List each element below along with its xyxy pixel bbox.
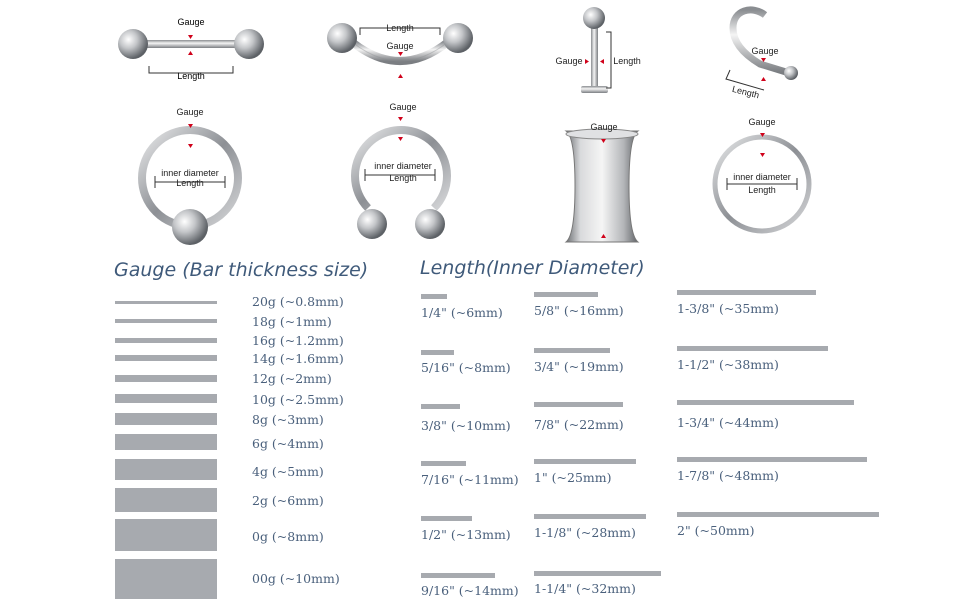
length-bar-5-16: [421, 350, 454, 355]
gauge-bar-0g: [115, 519, 217, 551]
gauge-label-8g: 8g (~3mm): [252, 412, 324, 427]
nose-screw-gauge-label: Gauge: [751, 46, 778, 56]
length-bar-1-3-4: [677, 400, 854, 405]
gauge-label-16g: 16g (~1.2mm): [252, 333, 344, 348]
length-bar-1-1-4: [534, 571, 661, 576]
gauge-label-10g: 10g (~2.5mm): [252, 392, 344, 407]
gauge-bar-16g: [115, 338, 217, 343]
length-label-9-16: 9/16" (~14mm): [421, 583, 519, 598]
gauge-label-2g: 2g (~6mm): [252, 493, 324, 508]
length-bar-1-2: [421, 516, 472, 521]
seamless-inner-diameter-label: inner diameter: [733, 172, 791, 182]
length-bar-9-16: [421, 573, 495, 578]
length-bar-3-4: [534, 348, 610, 353]
length-label-1-3-4: 1-3/4" (~44mm): [677, 415, 779, 430]
length-bar-2: [677, 512, 879, 517]
gauge-label-4g: 4g (~5mm): [252, 464, 324, 479]
nose-screw-length-label: Length: [731, 84, 760, 100]
length-label-1-2: 1/2" (~13mm): [421, 527, 511, 542]
horseshoe-diagram: [351, 117, 451, 239]
gauge-bar-20g: [115, 301, 217, 304]
tunnel-diagram: [564, 128, 640, 243]
length-label-1-1-4: 1-1/4" (~32mm): [534, 581, 636, 596]
length-label-1-1-8: 1-1/8" (~28mm): [534, 525, 636, 540]
gauge-label-12g: 12g (~2mm): [252, 371, 332, 386]
curved-barbell-diagram: [327, 23, 473, 78]
gauge-bar-10g: [115, 394, 217, 403]
tunnel-gauge-label: Gauge: [590, 122, 617, 132]
length-bar-3-8: [421, 404, 460, 409]
length-bar-1-4: [421, 294, 447, 299]
length-label-3-4: 3/4" (~19mm): [534, 359, 624, 374]
length-bar-5-8: [534, 292, 598, 297]
barbell-gauge-label: Gauge: [177, 17, 204, 27]
length-bar-1-1-2: [677, 346, 828, 351]
ring-inner-diameter-label: inner diameter: [161, 168, 219, 178]
length-label-1-4: 1/4" (~6mm): [421, 305, 503, 320]
straight-barbell-diagram: [118, 29, 264, 74]
captive-bead-ring-diagram: [138, 124, 242, 245]
gauge-label-0g: 0g (~8mm): [252, 529, 324, 544]
curved-length-label: Length: [386, 23, 414, 33]
gauge-bar-14g: [115, 355, 217, 361]
jewelry-diagrams: Gauge Length Length Gauge Gauge Length G…: [118, 6, 812, 245]
labret-length-label: Length: [613, 56, 641, 66]
length-bar-1: [534, 459, 636, 464]
gauge-label-00g: 00g (~10mm): [252, 571, 340, 586]
length-bar-1-3-8: [677, 290, 816, 295]
gauge-bar-6g: [115, 434, 217, 450]
length-label-1-3-8: 1-3/8" (~35mm): [677, 301, 779, 316]
labret-diagram: [581, 7, 612, 93]
length-label-7-8: 7/8" (~22mm): [534, 417, 624, 432]
ring-length-label: Length: [176, 178, 204, 188]
horseshoe-gauge-label: Gauge: [389, 102, 416, 112]
length-label-7-16: 7/16" (~11mm): [421, 472, 519, 487]
gauge-bar-12g: [115, 375, 217, 382]
seamless-gauge-label: Gauge: [748, 117, 775, 127]
length-bar-1-1-8: [534, 514, 646, 519]
gauge-section-title: Gauge (Bar thickness size): [114, 259, 369, 281]
gauge-label-6g: 6g (~4mm): [252, 436, 324, 451]
gauge-bar-2g: [115, 488, 217, 512]
gauge-label-18g: 18g (~1mm): [252, 314, 332, 329]
gauge-bar-18g: [115, 319, 217, 323]
nose-screw-diagram: [725, 6, 798, 91]
horseshoe-inner-diameter-label: inner diameter: [374, 161, 432, 171]
horseshoe-length-label: Length: [389, 173, 417, 183]
gauge-bar-00g: [115, 559, 217, 599]
length-bar-7-16: [421, 461, 466, 466]
curved-gauge-label: Gauge: [386, 41, 413, 51]
barbell-length-label: Length: [177, 71, 205, 81]
labret-gauge-label: Gauge: [555, 56, 582, 66]
length-label-1-1-2: 1-1/2" (~38mm): [677, 357, 779, 372]
length-bar-7-8: [534, 402, 623, 407]
seamless-length-label: Length: [748, 185, 776, 195]
length-bar-1-7-8: [677, 457, 867, 462]
length-section-title: Length(Inner Diameter): [420, 257, 645, 279]
seamless-ring-diagram: [712, 133, 812, 234]
length-label-2: 2" (~50mm): [677, 523, 755, 538]
length-label-5-16: 5/16" (~8mm): [421, 360, 511, 375]
length-label-1: 1" (~25mm): [534, 470, 612, 485]
gauge-label-14g: 14g (~1.6mm): [252, 351, 344, 366]
length-label-1-7-8: 1-7/8" (~48mm): [677, 468, 779, 483]
length-label-5-8: 5/8" (~16mm): [534, 303, 624, 318]
length-label-3-8: 3/8" (~10mm): [421, 418, 511, 433]
gauge-label-20g: 20g (~0.8mm): [252, 294, 344, 309]
ring-gauge-label: Gauge: [176, 107, 203, 117]
gauge-bar-4g: [115, 459, 217, 480]
gauge-bar-8g: [115, 413, 217, 425]
